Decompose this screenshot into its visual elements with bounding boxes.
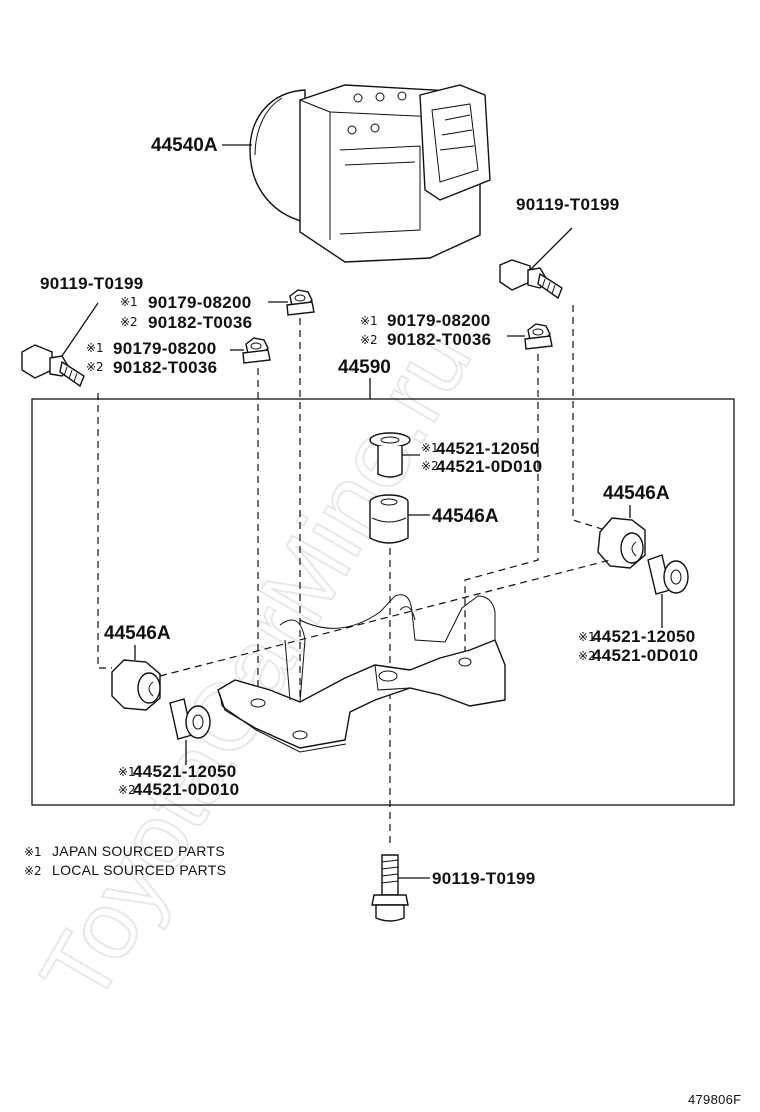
- callout-nut-left-1: 90179-08200: [113, 339, 217, 358]
- bolt-top-right[interactable]: [499, 259, 563, 300]
- callout-collar-right-2: 44521-0D010: [592, 646, 698, 665]
- mark-collar-center-1: ※1: [421, 441, 439, 455]
- mark-nut-top-1: ※1: [120, 295, 138, 309]
- legend-local: LOCAL SOURCED PARTS: [52, 862, 226, 878]
- callout-cushion-right: 44546A: [603, 483, 670, 504]
- callout-collar-right-1: 44521-12050: [592, 627, 696, 646]
- mark-collar-right-1: ※1: [578, 630, 596, 644]
- mark-collar-left-2: ※2: [118, 783, 136, 797]
- collar-left[interactable]: [169, 698, 211, 740]
- callout-collar-left-1: 44521-12050: [133, 762, 237, 781]
- flange-nut-top[interactable]: [286, 289, 315, 316]
- bolt-top-left[interactable]: [21, 344, 85, 388]
- mark-collar-left-1: ※1: [118, 765, 136, 779]
- mark-collar-right-2: ※2: [578, 649, 596, 663]
- flange-nut-left[interactable]: [242, 337, 271, 364]
- legend-japan: JAPAN SOURCED PARTS: [52, 843, 225, 859]
- diagram-id: 479806F: [688, 1092, 741, 1107]
- callout-nut-right-2: 90182-T0036: [387, 330, 491, 349]
- callout-nut-right-1: 90179-08200: [387, 311, 491, 330]
- callout-nut-top-1: 90179-08200: [148, 293, 252, 312]
- mark-nut-right-1: ※1: [360, 314, 378, 328]
- mark-collar-center-2: ※2: [421, 459, 439, 473]
- abs-actuator-unit[interactable]: [249, 84, 491, 263]
- callout-collar-left-2: 44521-0D010: [133, 780, 239, 799]
- mark-nut-left-2: ※2: [86, 360, 104, 374]
- mark-nut-top-2: ※2: [120, 315, 138, 329]
- abs-bracket[interactable]: [217, 594, 506, 753]
- callout-nut-top-2: 90182-T0036: [148, 313, 252, 332]
- callout-abs-unit: 44540A: [151, 135, 218, 156]
- bracket-frame: [31, 398, 735, 806]
- callout-cushion-left: 44546A: [104, 623, 171, 644]
- collar-right[interactable]: [647, 554, 689, 595]
- legend-mark-2: ※2: [24, 864, 42, 878]
- callout-collar-center-1: 44521-12050: [436, 439, 540, 458]
- callout-collar-center-2: 44521-0D010: [436, 457, 542, 476]
- legend: ※1 JAPAN SOURCED PARTS ※2 LOCAL SOURCED …: [24, 843, 226, 878]
- callout-bolt-bottom: 90119-T0199: [432, 869, 536, 888]
- callout-bracket: 44590: [338, 357, 391, 378]
- mark-nut-right-2: ※2: [360, 333, 378, 347]
- mark-nut-left-1: ※1: [86, 341, 104, 355]
- callout-nut-left-2: 90182-T0036: [113, 358, 217, 377]
- callout-bolt-top-left: 90119-T0199: [40, 274, 144, 293]
- cushion-right[interactable]: [597, 517, 646, 569]
- callout-cushion-center: 44546A: [432, 506, 499, 527]
- collar-center[interactable]: [369, 432, 411, 478]
- legend-mark-1: ※1: [24, 845, 42, 859]
- cushion-center[interactable]: [369, 494, 409, 544]
- cushion-left[interactable]: [111, 659, 161, 711]
- callout-bolt-top-right: 90119-T0199: [516, 195, 620, 214]
- bolt-bottom[interactable]: [371, 854, 409, 922]
- flange-nut-right[interactable]: [524, 323, 553, 350]
